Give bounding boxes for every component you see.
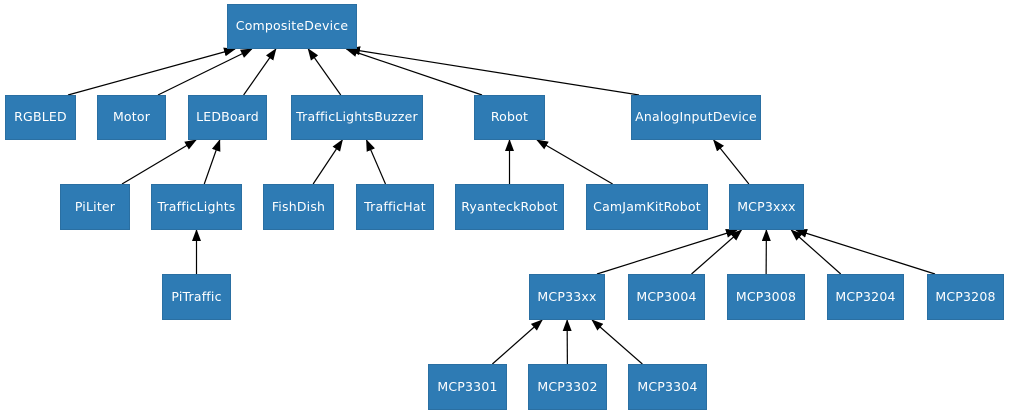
- edge-fishdish-to-trafficlightsbuzzer: [312, 139, 343, 185]
- node-mcp3004: MCP3004: [628, 274, 705, 320]
- edge-mcp3208-to-mcp3xxx: [795, 229, 936, 275]
- node-mcp3304: MCP3304: [628, 364, 707, 410]
- edge-robot-to-compositedevice: [345, 48, 483, 96]
- node-camjamkitrobot: CamJamKitRobot: [586, 184, 708, 230]
- node-ryanteckrobot: RyanteckRobot: [455, 184, 564, 230]
- node-traffichat: TrafficHat: [356, 184, 434, 230]
- node-mcp3204: MCP3204: [827, 274, 904, 320]
- edge-mcp33xx-to-mcp3xxx: [596, 229, 738, 275]
- node-pitraffic: PiTraffic: [162, 274, 231, 320]
- node-analoginputdevice: AnalogInputDevice: [631, 95, 761, 140]
- node-mcp3008: MCP3008: [727, 274, 805, 320]
- node-piliter: PiLiter: [60, 184, 130, 230]
- node-mcp3208: MCP3208: [927, 274, 1004, 320]
- node-compositedevice: CompositeDevice: [227, 4, 357, 49]
- node-mcp33xx: MCP33xx: [529, 274, 605, 320]
- edge-camjamkitrobot-to-robot: [536, 139, 613, 185]
- edge-ledboard-to-compositedevice: [243, 48, 277, 96]
- node-ledboard: LEDBoard: [188, 95, 267, 140]
- edge-mcp3004-to-mcp3xxx: [691, 229, 743, 275]
- edge-rgbled-to-compositedevice: [67, 47, 236, 96]
- edge-trafficlights-to-ledboard: [203, 139, 221, 185]
- edge-analoginputdevice-to-compositedevice: [348, 46, 640, 96]
- edge-traffichat-to-trafficlightsbuzzer: [365, 139, 387, 185]
- edge-mcp3xxx-to-analoginputdevice: [712, 139, 750, 185]
- edge-mcp3301-to-mcp33xx: [491, 319, 543, 365]
- node-trafficlightsbuzzer: TrafficLightsBuzzer: [291, 95, 423, 140]
- node-mcp3301: MCP3301: [428, 364, 507, 410]
- node-robot: Robot: [474, 95, 545, 140]
- edge-trafficlightsbuzzer-to-compositedevice: [307, 48, 342, 96]
- edge-piliter-to-ledboard: [121, 139, 197, 185]
- node-motor: Motor: [97, 95, 166, 140]
- node-trafficlights: TrafficLights: [151, 184, 242, 230]
- node-mcp3xxx: MCP3xxx: [729, 184, 804, 230]
- edge-mcp3304-to-mcp33xx: [591, 319, 643, 365]
- node-mcp3302: MCP3302: [528, 364, 607, 410]
- edge-motor-to-compositedevice: [157, 48, 253, 96]
- node-fishdish: FishDish: [263, 184, 334, 230]
- node-rgbled: RGBLED: [5, 95, 76, 140]
